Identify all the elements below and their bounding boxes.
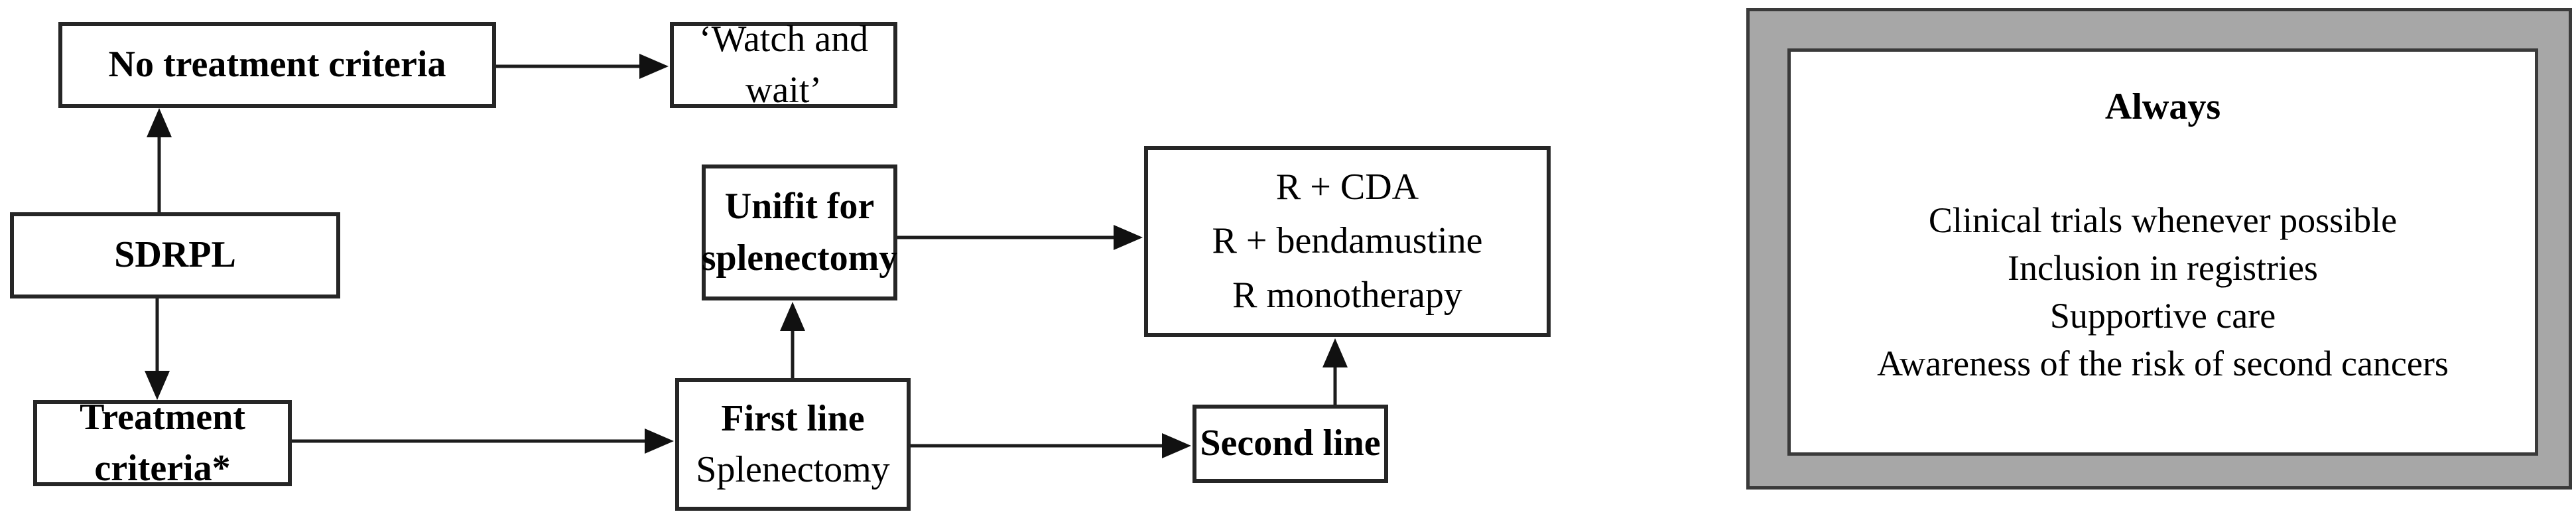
- node-first-line-subtitle: Splenectomy: [696, 449, 890, 490]
- arrow-sdrpl-to-no-treatment: [147, 108, 172, 212]
- node-second-line: Second line: [1192, 405, 1388, 483]
- arrow-first-line-to-unfit: [780, 302, 805, 378]
- always-panel-item: Inclusion in registries: [2008, 248, 2318, 288]
- node-unfit-line2: splenectomy: [701, 237, 898, 279]
- arrow-sdrpl-to-treatment-criteria: [145, 298, 170, 400]
- always-panel-item: Clinical trials whenever possible: [1928, 200, 2398, 240]
- node-therapy-option-1: R + CDA: [1275, 166, 1419, 208]
- node-treatment-criteria: Treatment criteria*: [33, 397, 292, 489]
- node-therapy-option-2: R + bendamustine: [1212, 220, 1483, 262]
- arrow-unfit-to-therapy-options: [897, 225, 1143, 250]
- node-therapy-options: R + CDA R + bendamustine R monotherapy: [1144, 146, 1551, 337]
- arrow-first-line-to-second-line: [911, 433, 1191, 458]
- node-no-treatment-criteria-label: No treatment criteria: [108, 44, 446, 86]
- always-panel-frame: Always Clinical trials whenever possible…: [1746, 8, 2572, 490]
- always-panel-item: Supportive care: [2049, 296, 2276, 336]
- arrow-treatment-criteria-to-first-line: [292, 428, 674, 454]
- node-sdrpl-label: SDRPL: [114, 234, 236, 276]
- arrow-no-treatment-to-watch-wait: [496, 54, 669, 79]
- node-unfit-line1: Unifit for: [724, 186, 875, 228]
- node-no-treatment-criteria: No treatment criteria: [58, 22, 496, 108]
- arrow-second-line-to-therapy-options: [1322, 338, 1348, 405]
- node-watch-and-wait-label: ‘Watch and wait’: [698, 18, 869, 111]
- node-watch-and-wait: ‘Watch and wait’: [670, 19, 897, 111]
- node-therapy-option-3: R monotherapy: [1232, 274, 1462, 316]
- node-first-line: First line Splenectomy: [675, 378, 911, 511]
- always-panel-item: Awareness of the risk of second cancers: [1877, 344, 2449, 383]
- always-panel-title: Always: [2104, 86, 2221, 127]
- node-sdrpl: SDRPL: [10, 212, 340, 298]
- node-first-line-title: First line: [721, 397, 865, 439]
- always-panel: Always Clinical trials whenever possible…: [1787, 48, 2538, 456]
- node-treatment-criteria-label: Treatment criteria*: [80, 396, 245, 489]
- node-second-line-label: Second line: [1200, 423, 1381, 464]
- always-panel-list: Clinical trials whenever possible Inclus…: [1791, 196, 2535, 387]
- node-unfit-for-splenectomy: Unifit for splenectomy: [702, 164, 897, 300]
